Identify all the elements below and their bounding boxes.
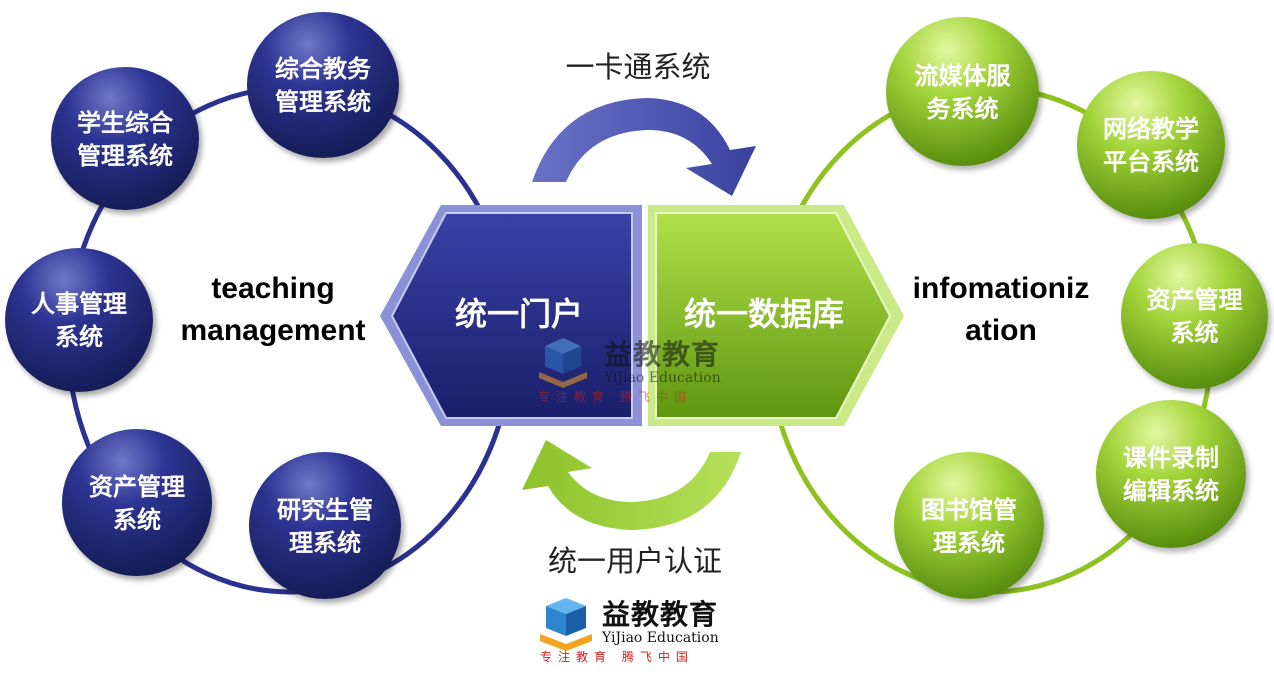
top-curved-arrow — [532, 98, 756, 196]
logo-name-en: YiJiao Education — [602, 630, 719, 646]
bottom-arrow-caption: 统一用户认证 — [547, 544, 722, 578]
watermark-logo-icon — [539, 338, 587, 388]
unified-portal-label: 统一门户 — [454, 295, 583, 333]
logo-text: 益教教育 YiJiao Education — [602, 598, 719, 647]
logo-slogan: 专注教育 腾飞中国 — [540, 650, 694, 664]
node-graduate-management[interactable]: 研究生管 理系统 — [249, 452, 401, 599]
node-streaming-media[interactable]: 流媒体服 务系统 — [886, 17, 1039, 166]
unified-database-label: 统一数据库 — [683, 295, 844, 333]
node-courseware-recording[interactable]: 课件录制 编辑系统 — [1096, 400, 1246, 548]
database-hex — [655, 212, 892, 419]
node-online-teaching[interactable]: 网络教学 平台系统 — [1077, 71, 1225, 219]
left-group-label: teaching management — [180, 272, 366, 347]
node-student-management[interactable]: 学生综合 管理系统 — [51, 67, 199, 210]
node-academic-affairs[interactable]: 综合教务 管理系统 — [247, 12, 399, 158]
node-asset-management-left[interactable]: 资产管理 系统 — [62, 429, 212, 576]
node-asset-management-right[interactable]: 资产管理 系统 — [1121, 243, 1268, 389]
right-group-label: infomationiz ation — [912, 272, 1090, 347]
top-arrow-caption: 一卡通系统 — [565, 50, 711, 84]
logo-name-cn: 益教教育 — [602, 598, 719, 631]
logo-cube-icon — [540, 598, 592, 651]
node-library-management[interactable]: 图书馆管 理系统 — [894, 452, 1044, 599]
watermark-logo-slogan: 专注教育 腾飞中国 — [538, 390, 692, 404]
node-personnel-management[interactable]: 人事管理 系统 — [5, 248, 153, 392]
bottom-curved-arrow — [522, 440, 741, 530]
watermark-logo-text: 益教教育 YiJiao Education — [604, 338, 721, 387]
